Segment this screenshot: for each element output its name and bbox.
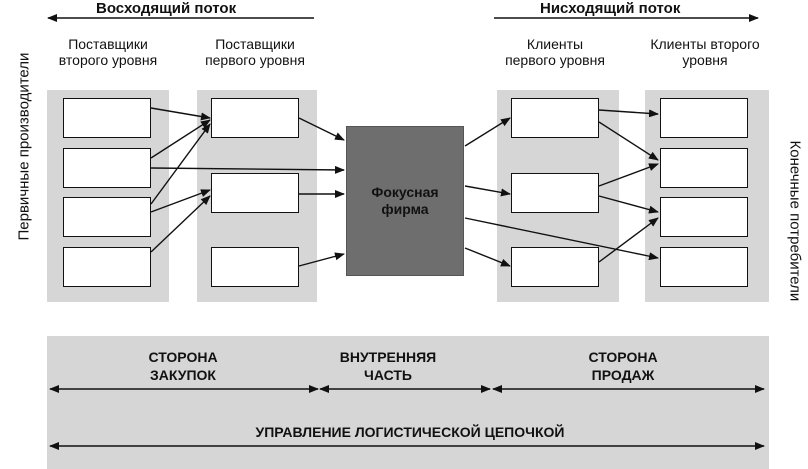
band-label-sales: СТОРОНА ПРОДАЖ [588,349,658,383]
column-label-clients-tier2: Клиенты второго уровня [650,36,760,68]
connector-arrow [598,195,659,214]
connector-arrow [598,121,659,161]
connector-arrow [150,189,211,213]
connector-arrow [464,185,511,197]
connector-arrow [150,123,211,205]
connector-arrow [598,163,659,187]
client-tier2-box [660,197,748,237]
connector-arrow [298,252,345,267]
column-label-suppliers-tier2: Поставщики второго уровня [58,36,158,68]
supplier-tier2-box [63,247,151,287]
downstream-flow-label: Нисходящий поток [540,0,681,17]
supplier-tier2-box [63,197,151,237]
upstream-flow-label: Восходящий поток [96,0,237,17]
band-label-internal: ВНУТРЕННЯЯ ЧАСТЬ [339,349,437,383]
focal-firm-label: Фокусная фирма [371,184,439,217]
column-label-clients-tier1: Клиенты первого уровня [505,36,605,68]
band-label-scm: УПРАВЛЕНИЕ ЛОГИСТИЧЕСКОЙ ЦЕПОЧКОЙ [255,424,565,440]
supplier-tier1-box [211,98,299,138]
client-tier1-box [511,247,599,287]
client-tier1-box [511,173,599,213]
band-label-purchasing: СТОРОНА ЗАКУПОК [148,349,218,383]
connector-arrow [150,195,211,253]
supplier-tier2-box [63,98,151,138]
supplier-tier2-box [63,148,151,188]
supplier-tier1-box [211,247,299,287]
supplier-tier1-box [211,173,299,213]
client-tier2-box [660,247,748,287]
client-tier2-box [660,98,748,138]
client-tier2-box [660,148,748,188]
connector-arrow [464,247,511,267]
column-label-suppliers-tier1: Поставщики первого уровня [205,36,305,68]
client-tier1-box [511,98,599,138]
connector-arrow [464,117,511,147]
connector-arrow [298,117,345,141]
connector-arrow [150,107,211,121]
connector-arrow [150,119,211,159]
connector-arrow [150,165,345,174]
focal-firm-box: Фокусная фирма [346,126,464,276]
connector-arrow [598,217,659,263]
connector-arrow [598,109,659,118]
connector-arrow [464,217,659,261]
